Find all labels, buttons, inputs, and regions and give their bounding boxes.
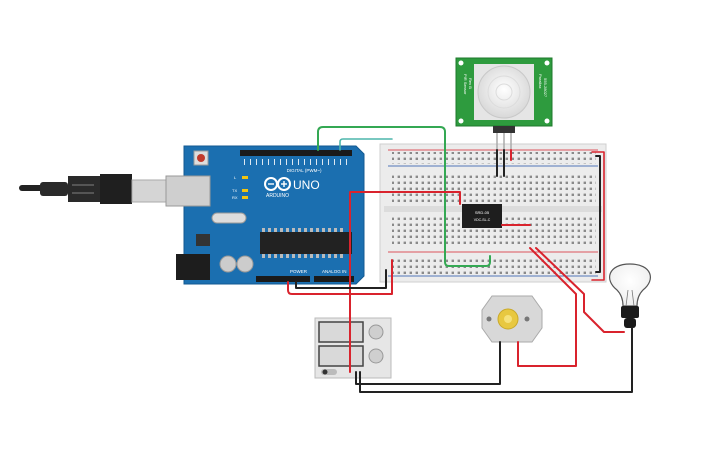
arduino-uno-board[interactable]: DIGITAL (PWM~) L TX RX UNO ARDUINO POWER…: [165, 145, 365, 285]
wire-teal[interactable]: [339, 138, 393, 151]
light-bulb-icon[interactable]: [609, 263, 651, 328]
led-label-tx: TX: [232, 188, 237, 193]
wire-red[interactable]: [591, 151, 605, 281]
wire-black[interactable]: [355, 341, 501, 385]
power-jack: [176, 254, 210, 280]
usb-port: [165, 175, 211, 207]
digital-header[interactable]: [240, 150, 352, 156]
crystal: [211, 212, 247, 224]
pir-label-2: Rev B: [468, 78, 473, 89]
digital-label: DIGITAL (PWM~): [287, 168, 322, 173]
wire-black[interactable]: [295, 269, 387, 289]
analog-header[interactable]: [314, 276, 354, 282]
atmega-chip: [260, 232, 352, 254]
wire-black[interactable]: [359, 327, 633, 393]
dc-motor-icon[interactable]: [481, 295, 543, 343]
brand-logo-text: ARDUINO: [266, 193, 289, 199]
led-label-l: L: [234, 175, 237, 180]
wire-red[interactable]: [517, 247, 577, 367]
wire-black[interactable]: [595, 155, 601, 273]
board-name: UNO: [293, 178, 320, 192]
capacitor: [219, 255, 237, 273]
pir-sensor[interactable]: PIR Sensor Rev B Parallax 555-28027: [455, 57, 553, 150]
power-label: POWER: [290, 269, 308, 274]
relay[interactable]: SRD-05 VDC-SL-C: [462, 204, 502, 228]
wire-red[interactable]: [287, 259, 393, 295]
power-header[interactable]: [256, 276, 310, 282]
capacitor: [236, 255, 254, 273]
led-label-rx: RX: [232, 195, 238, 200]
wire-red[interactable]: [535, 247, 625, 333]
battery-pack-icon[interactable]: [314, 317, 392, 379]
relay-label-1: SRD-05: [475, 210, 490, 215]
relay-label-2: VDC-SL-C: [474, 218, 491, 222]
wire-red[interactable]: [349, 191, 461, 205]
pir-label-4: 555-28027: [543, 78, 548, 98]
analog-label: ANALOG IN: [322, 269, 347, 274]
pir-label-1: PIR Sensor: [463, 74, 468, 95]
pir-dome: [477, 65, 531, 119]
arduino-logo-icon: [264, 177, 291, 191]
usb-cable-icon: [19, 174, 169, 204]
pir-label-3: Parallax: [538, 74, 543, 88]
